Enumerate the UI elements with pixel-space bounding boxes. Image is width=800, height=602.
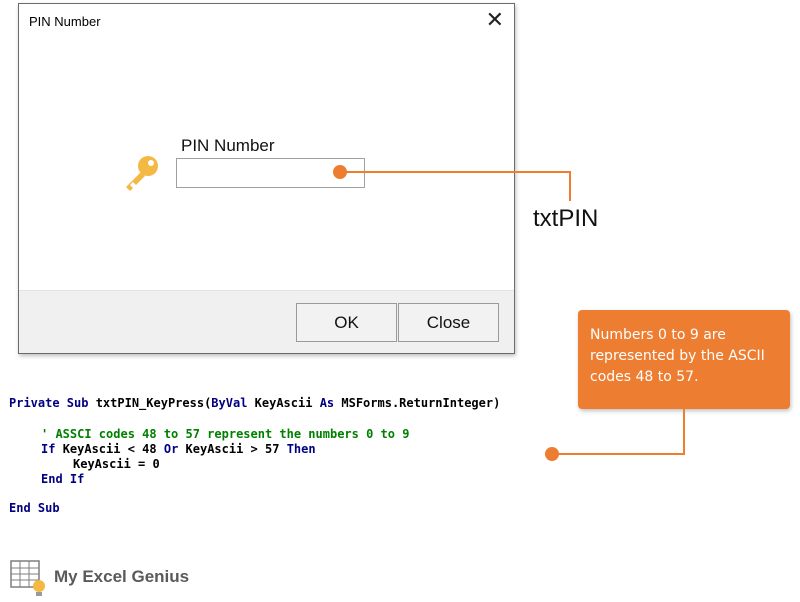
code-identifier: txtPIN_KeyPress(	[95, 396, 212, 410]
code-identifier: KeyAscii > 57	[185, 442, 287, 456]
code-identifier: KeyAscii < 48	[62, 442, 164, 456]
close-icon[interactable]: ✕	[485, 8, 504, 33]
code-keyword: Then	[286, 442, 316, 456]
code-line-sub: Private Sub txtPIN_KeyPress(ByVal KeyAsc…	[9, 396, 500, 411]
brand-name: My Excel Genius	[54, 567, 190, 586]
code-keyword: As	[319, 396, 342, 410]
note-callout-line-vertical	[683, 409, 685, 455]
code-identifier: MSForms.ReturnInteger)	[341, 396, 501, 410]
code-identifier: KeyAscii	[254, 396, 320, 410]
code-keyword: Private Sub	[9, 396, 96, 410]
code-keyword: End If	[41, 472, 85, 486]
ok-button[interactable]: OK	[296, 303, 397, 342]
code-identifier: KeyAscii = 0	[73, 457, 160, 471]
code-line-endif: End If	[41, 472, 84, 487]
dialog-title: PIN Number	[29, 14, 101, 29]
close-button[interactable]: Close	[398, 303, 499, 342]
note-callout-line	[552, 453, 685, 455]
pin-label: PIN Number	[181, 136, 275, 155]
ascii-note-callout: Numbers 0 to 9 are represented by the AS…	[578, 310, 790, 409]
code-line-endsub: End Sub	[9, 501, 60, 516]
title-bar: PIN Number ✕	[19, 4, 514, 40]
control-name-label: txtPIN	[533, 205, 599, 232]
textbox-callout-line	[340, 171, 571, 173]
key-icon	[126, 156, 158, 191]
code-keyword: Or	[163, 442, 186, 456]
code-keyword: ByVal	[211, 396, 255, 410]
code-keyword: If	[41, 442, 63, 456]
pin-dialog: PIN Number ✕ PIN Number OK Close	[18, 3, 515, 354]
textbox-callout-line-vertical	[569, 171, 571, 201]
code-comment: ' ASSCI codes 48 to 57 represent the num…	[41, 427, 410, 441]
code-line-if: If KeyAscii < 48 Or KeyAscii > 57 Then	[41, 442, 316, 457]
note-callout-dot	[545, 447, 559, 461]
code-keyword: End Sub	[9, 501, 60, 515]
code-line-comment: ' ASSCI codes 48 to 57 represent the num…	[41, 427, 409, 442]
code-line-assign: KeyAscii = 0	[73, 457, 160, 472]
spreadsheet-lightbulb-icon	[10, 560, 45, 596]
